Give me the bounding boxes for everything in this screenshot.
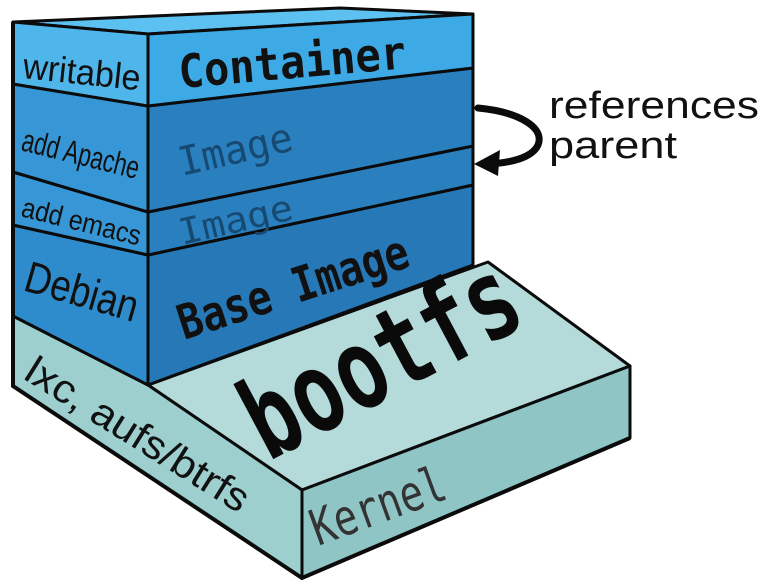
container-layer bbox=[11, 6, 475, 108]
stack-outline bbox=[11, 22, 631, 581]
kernel-layer bbox=[11, 260, 632, 580]
annotation-parent: parent bbox=[549, 125, 678, 167]
annotation-references: references bbox=[549, 85, 759, 127]
arrowhead-icon bbox=[474, 150, 500, 176]
apache-image-layer bbox=[11, 66, 475, 214]
references-parent-arrow bbox=[474, 104, 543, 176]
base-image-layer bbox=[11, 183, 475, 387]
